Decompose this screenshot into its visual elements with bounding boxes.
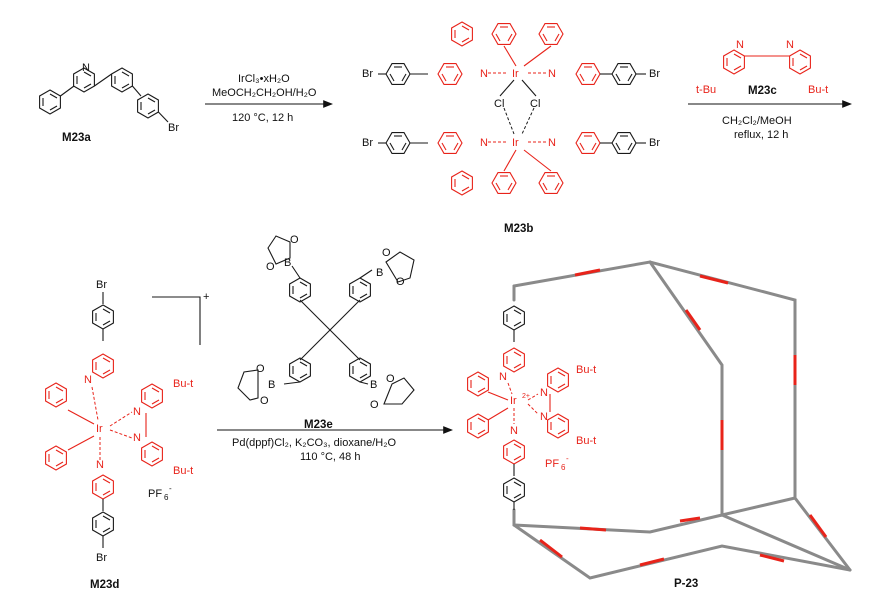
step3-reagents: Pd(dppf)Cl₂, K₂CO₃, dioxane/H₂O	[232, 437, 396, 449]
pyridine-n-label: N	[540, 387, 548, 399]
reaction-arrow-step1: IrCl₃•xH₂O MeOCH₂CH₂OH/H₂O 120 °C, 12 h	[205, 73, 334, 124]
oxygen-label: O	[256, 363, 265, 375]
pyridine-n-label: N	[548, 68, 556, 80]
iridium-label: Ir	[96, 423, 103, 435]
oxygen-label: O	[386, 373, 395, 385]
compound-label-m23c: M23c	[748, 85, 777, 97]
counterion-superscript: -	[169, 484, 172, 493]
pyridine-n-label: N	[84, 374, 92, 386]
bromo-label: Br	[96, 552, 107, 564]
pyridine-n-label: N	[480, 68, 488, 80]
step1-reagent: IrCl₃•xH₂O	[238, 73, 290, 85]
compound-m23d: Br N Ir N Br N N Bu-t Bu-t + PF 6 - M2	[45, 279, 209, 591]
pyridine-n-label: N	[786, 39, 794, 51]
pyridine-n-label: N	[499, 371, 507, 383]
step1-temperature: 120 °C, 12 h	[232, 112, 293, 124]
tert-butyl-label: Bu-t	[808, 84, 828, 96]
bromo-label: Br	[649, 68, 660, 80]
cage-framework	[512, 260, 852, 580]
step3-conditions: 110 °C, 48 h	[300, 451, 360, 463]
compound-label-m23d: M23d	[90, 579, 119, 591]
pyridine-n-label: N	[480, 137, 488, 149]
iridium-label: Ir	[510, 395, 517, 407]
pyridine-n-label: N	[540, 411, 548, 423]
iridium-label: Ir	[512, 137, 519, 149]
compound-label-m23b: M23b	[504, 223, 533, 235]
tert-butyl-label: Bu-t	[173, 465, 193, 477]
pyridine-n-label: N	[133, 432, 141, 444]
tert-butyl-label: Bu-t	[576, 435, 596, 447]
boron-label: B	[284, 257, 291, 269]
step2-solvent: CH₂Cl₂/MeOH	[722, 115, 792, 127]
bromo-label: Br	[362, 137, 373, 149]
counterion-label: PF	[148, 488, 162, 500]
compound-label-p23: P-23	[674, 578, 698, 590]
compound-label-m23e: M23e	[304, 419, 333, 431]
oxygen-label: O	[370, 399, 379, 411]
bromo-label: Br	[96, 279, 107, 291]
boron-label: B	[370, 379, 377, 391]
oxygen-label: O	[290, 234, 299, 246]
compound-m23c: N N t-Bu Bu-t M23c	[696, 39, 828, 97]
pyridine-n-label: N	[510, 425, 518, 437]
compound-m23a: Br N M23a	[39, 62, 179, 144]
pyridine-n-label: N	[96, 459, 104, 471]
chloride-label: Cl	[530, 98, 540, 110]
oxygen-label: O	[260, 395, 269, 407]
compound-m23e: B O O B O O B O O B O O M23e	[237, 234, 415, 431]
counterion-label: PF	[545, 458, 559, 470]
bromo-label: Br	[168, 122, 179, 134]
iridium-charge: 2+	[522, 393, 530, 400]
oxygen-label: O	[266, 261, 275, 273]
bromo-label: Br	[649, 137, 660, 149]
oxygen-label: O	[396, 276, 405, 288]
compound-m23b: Br Br N N Ir Cl Cl Br	[362, 21, 660, 235]
tert-butyl-label: t-Bu	[696, 84, 716, 96]
counterion-subscript: 6	[561, 463, 566, 472]
reaction-arrow-step2: CH₂Cl₂/MeOH reflux, 12 h	[688, 100, 853, 141]
counterion-subscript: 6	[164, 493, 169, 502]
tert-butyl-label: Bu-t	[576, 364, 596, 376]
compound-label-m23a: M23a	[62, 132, 91, 144]
oxygen-label: O	[382, 247, 391, 259]
charge-plus: +	[203, 291, 209, 303]
boron-label: B	[268, 379, 275, 391]
pyridine-n-label: N	[736, 39, 744, 51]
boron-label: B	[376, 267, 383, 279]
compound-p23: N Ir 2+ N N N Bu-t Bu-t PF 6 - P-23	[467, 260, 852, 590]
pyridine-n-label: N	[548, 137, 556, 149]
step1-solvent: MeOCH₂CH₂OH/H₂O	[212, 87, 317, 99]
pyridine-n-label: N	[82, 62, 90, 74]
pyridine-n-label: N	[133, 406, 141, 418]
chloride-label: Cl	[494, 98, 504, 110]
iridium-label: Ir	[512, 68, 519, 80]
counterion-superscript: -	[566, 454, 569, 463]
reaction-arrow-step3: Pd(dppf)Cl₂, K₂CO₃, dioxane/H₂O 110 °C, …	[217, 426, 454, 463]
bromo-label: Br	[362, 68, 373, 80]
tert-butyl-label: Bu-t	[173, 378, 193, 390]
step2-conditions: reflux, 12 h	[734, 129, 788, 141]
